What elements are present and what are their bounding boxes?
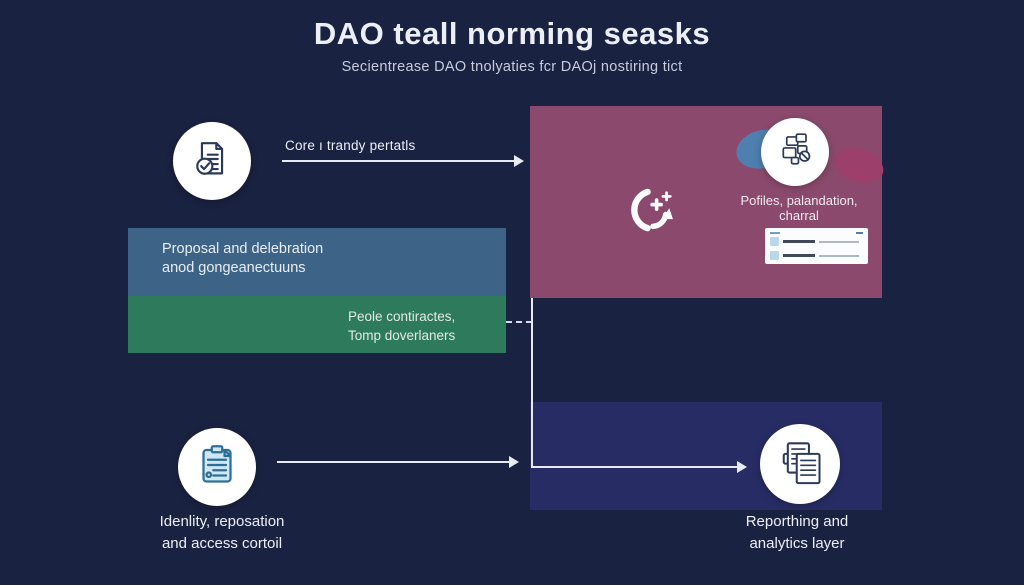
document-check-icon bbox=[189, 136, 235, 187]
top-flow-label: Core ı trandy pertatls bbox=[285, 138, 416, 153]
reporting-line2: analytics layer bbox=[749, 535, 845, 552]
identity-node bbox=[178, 428, 256, 506]
modules-cluster-icon bbox=[773, 128, 817, 177]
list-card-thumbnail bbox=[765, 228, 868, 264]
modules-cluster-node bbox=[761, 118, 829, 186]
page-title: DAO teall norming seasks bbox=[313, 16, 711, 51]
document-check-node bbox=[173, 122, 251, 200]
reporting-label: Reporthing and analytics layer bbox=[702, 511, 892, 555]
list-card-row bbox=[770, 251, 863, 260]
elbow-connector-vertical bbox=[531, 298, 533, 468]
contracts-box-label: Peole contiractes, Tomp doverlaners bbox=[348, 307, 455, 345]
identity-arrowhead bbox=[509, 456, 519, 468]
proposal-line2: anod gongeanectuuns bbox=[162, 260, 306, 276]
list-card-header bbox=[770, 232, 863, 234]
identity-label: Idenlity, reposation and access cortoil bbox=[127, 511, 317, 555]
proposal-box bbox=[128, 228, 506, 296]
clipboard-icon bbox=[193, 441, 241, 494]
elbow-connector-horizontal bbox=[531, 466, 737, 468]
integration-label: Pofiles, palandation, charral bbox=[716, 193, 882, 223]
top-flow-arrow-line bbox=[282, 160, 514, 162]
integration-label-line1: Pofiles, palandation, bbox=[740, 193, 858, 208]
contracts-line2: Tomp doverlaners bbox=[348, 328, 456, 343]
report-documents-icon bbox=[774, 436, 826, 493]
integration-label-line2: charral bbox=[779, 208, 819, 223]
list-card-row bbox=[770, 237, 863, 246]
page-subtitle: Secientrease DAO tnolyaties fcr DAOj nos… bbox=[341, 59, 683, 75]
sync-sparkle-icon bbox=[624, 184, 682, 241]
proposal-line1: Proposal and delebration bbox=[162, 241, 324, 257]
reporting-line1: Reporthing and bbox=[745, 513, 849, 530]
reporting-node bbox=[760, 424, 840, 504]
identity-arrow-line bbox=[277, 461, 509, 463]
contracts-line1: Peole contiractes, bbox=[348, 309, 456, 324]
dashed-connector bbox=[506, 321, 532, 323]
contracts-box bbox=[128, 296, 506, 353]
proposal-box-label: Proposal and delebration anod gongeanect… bbox=[162, 240, 323, 278]
identity-line2: and access cortoil bbox=[161, 535, 283, 552]
elbow-connector-arrowhead bbox=[737, 461, 747, 473]
identity-line1: Idenlity, reposation bbox=[159, 513, 285, 530]
top-flow-arrowhead bbox=[514, 155, 524, 167]
